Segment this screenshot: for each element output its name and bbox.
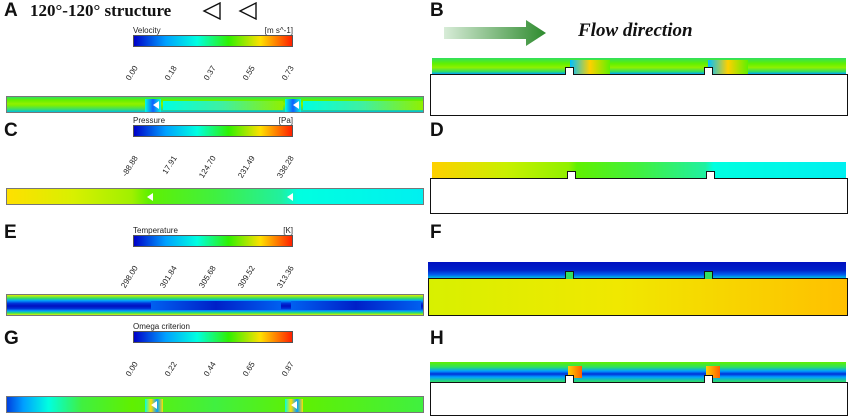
- panel-label-e: E: [4, 222, 17, 243]
- channel-rib: [565, 375, 574, 383]
- colorbar-tick: 124.70: [197, 154, 218, 180]
- colorbar-tick: -88.88: [120, 154, 140, 179]
- channel-rib: [704, 271, 713, 279]
- colorbar-tick: 338.28: [275, 154, 296, 180]
- panel-label-a: A: [4, 0, 18, 21]
- channel-rib: [565, 271, 574, 279]
- pressure-contour-strip: [6, 188, 424, 205]
- colorbar-gradient: [133, 35, 293, 47]
- colorbar-tick: 0.87: [279, 360, 296, 379]
- colorbar-tick: 231.49: [236, 154, 257, 180]
- solid-domain-h: [430, 382, 848, 416]
- colorbar-unit: [K]: [283, 226, 293, 235]
- omega-section-contour: [430, 362, 846, 382]
- panel-label-b: B: [430, 0, 444, 21]
- colorbar-title: Velocity: [133, 26, 161, 35]
- temperature-section-contour: [428, 262, 846, 278]
- channel-rib: [704, 67, 713, 75]
- channel-rib: [704, 375, 713, 383]
- colorbar-unit: [Pa]: [278, 116, 293, 125]
- colorbar-velocity: Velocity [m s^-1]: [133, 26, 293, 47]
- structure-title: 120°-120° structure: [30, 1, 172, 20]
- colorbar-tick: 0.22: [162, 360, 179, 379]
- colorbar-unit: [m s^-1]: [264, 26, 293, 35]
- flow-arrow-icon: [444, 20, 546, 46]
- solid-domain-f: [428, 278, 848, 316]
- triangle-left-icon: [202, 2, 221, 20]
- colorbar-title: Temperature: [133, 226, 178, 235]
- flow-direction-label: Flow direction: [578, 20, 693, 41]
- panel-label-c: C: [4, 120, 18, 141]
- colorbar-temperature: Temperature [K]: [133, 226, 293, 247]
- colorbar-tick: 17.91: [160, 154, 179, 176]
- panel-label-g: G: [4, 328, 19, 349]
- panel-label-d: D: [430, 120, 444, 141]
- colorbar-tick: 0.00: [123, 360, 140, 379]
- channel-rib: [567, 171, 576, 179]
- velocity-contour-strip: [6, 96, 424, 113]
- omega-contour-strip: [6, 396, 424, 413]
- colorbar-gradient: [133, 331, 293, 343]
- colorbar-gradient: [133, 235, 293, 247]
- colorbar-tick: 0.44: [201, 360, 218, 379]
- colorbar-pressure: Pressure [Pa]: [133, 116, 293, 137]
- solid-domain-d: [430, 178, 848, 214]
- temperature-contour-strip: [6, 294, 424, 316]
- colorbar-title: Omega criterion: [133, 322, 190, 331]
- velocity-section-contour: [432, 58, 846, 74]
- colorbar-tick: 0.65: [240, 360, 257, 379]
- solid-domain-b: [430, 74, 848, 116]
- colorbar-omega: Omega criterion: [133, 322, 293, 343]
- panel-label-h: H: [430, 328, 444, 349]
- channel-rib: [706, 171, 715, 179]
- triangle-left-icon: [238, 2, 257, 20]
- colorbar-gradient: [133, 125, 293, 137]
- colorbar-title: Pressure: [133, 116, 166, 125]
- pressure-section-contour: [432, 162, 846, 178]
- panel-label-f: F: [430, 222, 442, 243]
- channel-rib: [565, 67, 574, 75]
